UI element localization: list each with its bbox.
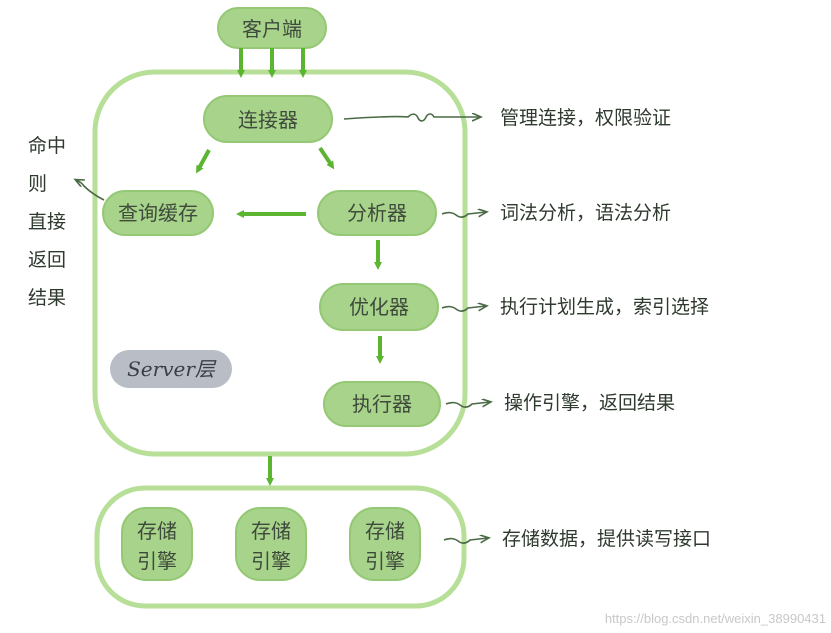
watermark-text: https://blog.csdn.net/weixin_38990431: [605, 611, 826, 626]
cache-hit-line-3: 直接: [28, 211, 66, 233]
storage-engine-box: [94, 485, 467, 609]
storage-engine-1-line2: 引擎: [137, 549, 177, 573]
analyzer-annotation: 词法分析，语法分析: [500, 202, 671, 224]
cache-hit-line-2: 则: [28, 173, 47, 195]
cache-hit-note: 命中 则 直接 返回 结果: [28, 135, 66, 309]
optimizer-label: 优化器: [349, 295, 409, 319]
storage-engine-2: 存储 引擎: [235, 507, 307, 581]
cache-hit-line-5: 结果: [28, 287, 66, 309]
client-label: 客户端: [242, 17, 302, 41]
executor-node: 执行器: [323, 381, 441, 427]
annotation-arrows: [343, 114, 490, 544]
connector-branch-arrows: [196, 146, 335, 174]
storage-engine-1-line1: 存储: [137, 519, 177, 543]
storage-engine-1: 存储 引擎: [121, 507, 193, 581]
query-cache-label: 查询缓存: [118, 201, 198, 225]
connector-annotation: 管理连接，权限验证: [500, 107, 671, 129]
server-layer-tag: Server层: [110, 350, 232, 388]
query-cache-node: 查询缓存: [102, 190, 214, 236]
cache-hit-arrow: [76, 180, 105, 201]
storage-annotation: 存储数据，提供读写接口: [502, 528, 711, 550]
connector-node: 连接器: [203, 95, 333, 143]
storage-engine-3-line2: 引擎: [365, 549, 405, 573]
client-to-connector-arrows: [237, 48, 307, 78]
optimizer-annotation: 执行计划生成，索引选择: [500, 296, 709, 318]
executor-annotation: 操作引擎，返回结果: [504, 392, 675, 414]
storage-engine-3: 存储 引擎: [349, 507, 421, 581]
analyzer-node: 分析器: [317, 190, 437, 236]
connector-label: 连接器: [238, 108, 298, 132]
storage-engine-2-line1: 存储: [251, 519, 291, 543]
server-layer-label: Server层: [127, 357, 217, 381]
server-layer-box: [92, 69, 468, 457]
cache-hit-line-4: 返回: [28, 249, 66, 271]
client-node: 客户端: [217, 7, 327, 49]
optimizer-node: 优化器: [319, 283, 439, 331]
analyzer-label: 分析器: [347, 201, 407, 225]
storage-engine-2-line2: 引擎: [251, 549, 291, 573]
cache-hit-line-1: 命中: [28, 135, 66, 157]
executor-label: 执行器: [352, 392, 412, 416]
storage-engine-3-line1: 存储: [365, 519, 405, 543]
